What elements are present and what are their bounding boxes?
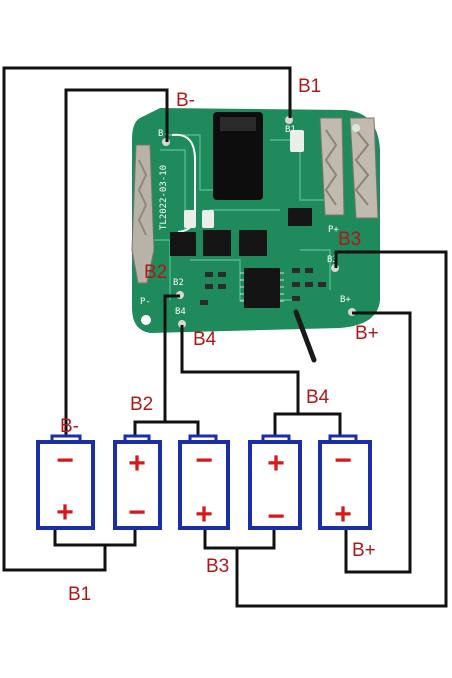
- wire-b4: [180, 325, 300, 440]
- cell-5-top-sign: −: [334, 444, 352, 477]
- silk-b2: B2: [173, 278, 184, 288]
- pcb-silkscreen-arc: [171, 133, 196, 233]
- label-b-plus-bottom: B+: [352, 540, 376, 561]
- silk-b-plus: B+: [340, 295, 351, 305]
- cell-2-bottom-sign: −: [128, 496, 146, 529]
- silk-b1: B1: [285, 125, 296, 135]
- label-b4-mid: B4: [193, 329, 217, 350]
- cell-1: − +: [36, 434, 95, 530]
- pcb-lead-wire: [293, 309, 317, 363]
- label-b3-right: B3: [338, 229, 361, 250]
- cell-5: − +: [318, 434, 372, 531]
- silk-part-code: TL2022-03-10: [159, 165, 169, 230]
- label-b4-cells: B4: [306, 387, 330, 408]
- cell-3-top-sign: −: [195, 444, 213, 477]
- pcb-mounting-hole-1: [141, 315, 151, 325]
- wire-b3-bridge: [237, 530, 276, 550]
- wires: [2, 66, 448, 608]
- silk-b-minus: B-: [158, 129, 169, 139]
- label-b1-top: B1: [298, 76, 321, 97]
- cell-4-bottom-sign: −: [267, 500, 285, 533]
- pcb-mosfet-1: [170, 232, 196, 256]
- pcb-smd-resistors: [200, 268, 326, 305]
- cell-1-top-sign: −: [56, 444, 74, 477]
- cell-1-bottom-sign: +: [56, 496, 74, 529]
- pcb-terminal-p-minus: [131, 144, 155, 284]
- cell-2: + −: [113, 434, 162, 530]
- label-b2-mid: B2: [144, 262, 167, 283]
- silk-p-minus: P-: [140, 297, 151, 307]
- label-b2-cells: B2: [130, 394, 153, 415]
- label-b-plus-right: B+: [355, 323, 379, 344]
- pcb-capacitor-3: [290, 130, 304, 152]
- wire-labels: B1 B- B3 B2 B4 B+ B2 B4 B- B3 B+ B1: [60, 76, 379, 605]
- pcb-mosfet-4: [288, 208, 312, 226]
- cell-4: + −: [248, 434, 302, 533]
- pcb-capacitor-1: [184, 210, 196, 228]
- label-b1-bottom: B1: [68, 584, 91, 605]
- silk-b4: B4: [175, 307, 186, 317]
- wire-b4-bridge: [298, 412, 342, 440]
- wire-b-plus: [344, 311, 412, 574]
- pcb-mosfet-3: [239, 230, 267, 256]
- bms-board: B- B1 B2 B3 B4 B+ P- P+ TL2022-03-10: [131, 108, 380, 363]
- pcb-capacitor-2: [202, 210, 214, 228]
- label-b3-bottom: B3: [206, 556, 229, 577]
- cell-4-top-sign: +: [267, 447, 285, 480]
- label-b-minus-top: B-: [176, 90, 195, 111]
- pcb-mounting-hole-2: [352, 124, 360, 132]
- cell-5-bottom-sign: +: [334, 498, 352, 531]
- label-b-minus-cells: B-: [60, 416, 79, 437]
- pcb-inductor: [213, 112, 263, 200]
- silk-p-plus: P+: [328, 225, 339, 235]
- cell-3-bottom-sign: +: [195, 498, 213, 531]
- cell-2-top-sign: +: [128, 447, 146, 480]
- cell-3: − +: [178, 434, 230, 531]
- pcb-mosfet-2: [203, 230, 231, 256]
- pcb-pad-b4: [178, 320, 186, 328]
- wire-b3: [203, 250, 448, 608]
- pcb-terminal-right-2: [349, 117, 379, 219]
- silk-b3: B3: [327, 255, 338, 265]
- wire-b-minus: [64, 88, 169, 440]
- wire-cell-bottom-link-1-2: [53, 530, 137, 547]
- pcb-ic-chip: [244, 268, 280, 308]
